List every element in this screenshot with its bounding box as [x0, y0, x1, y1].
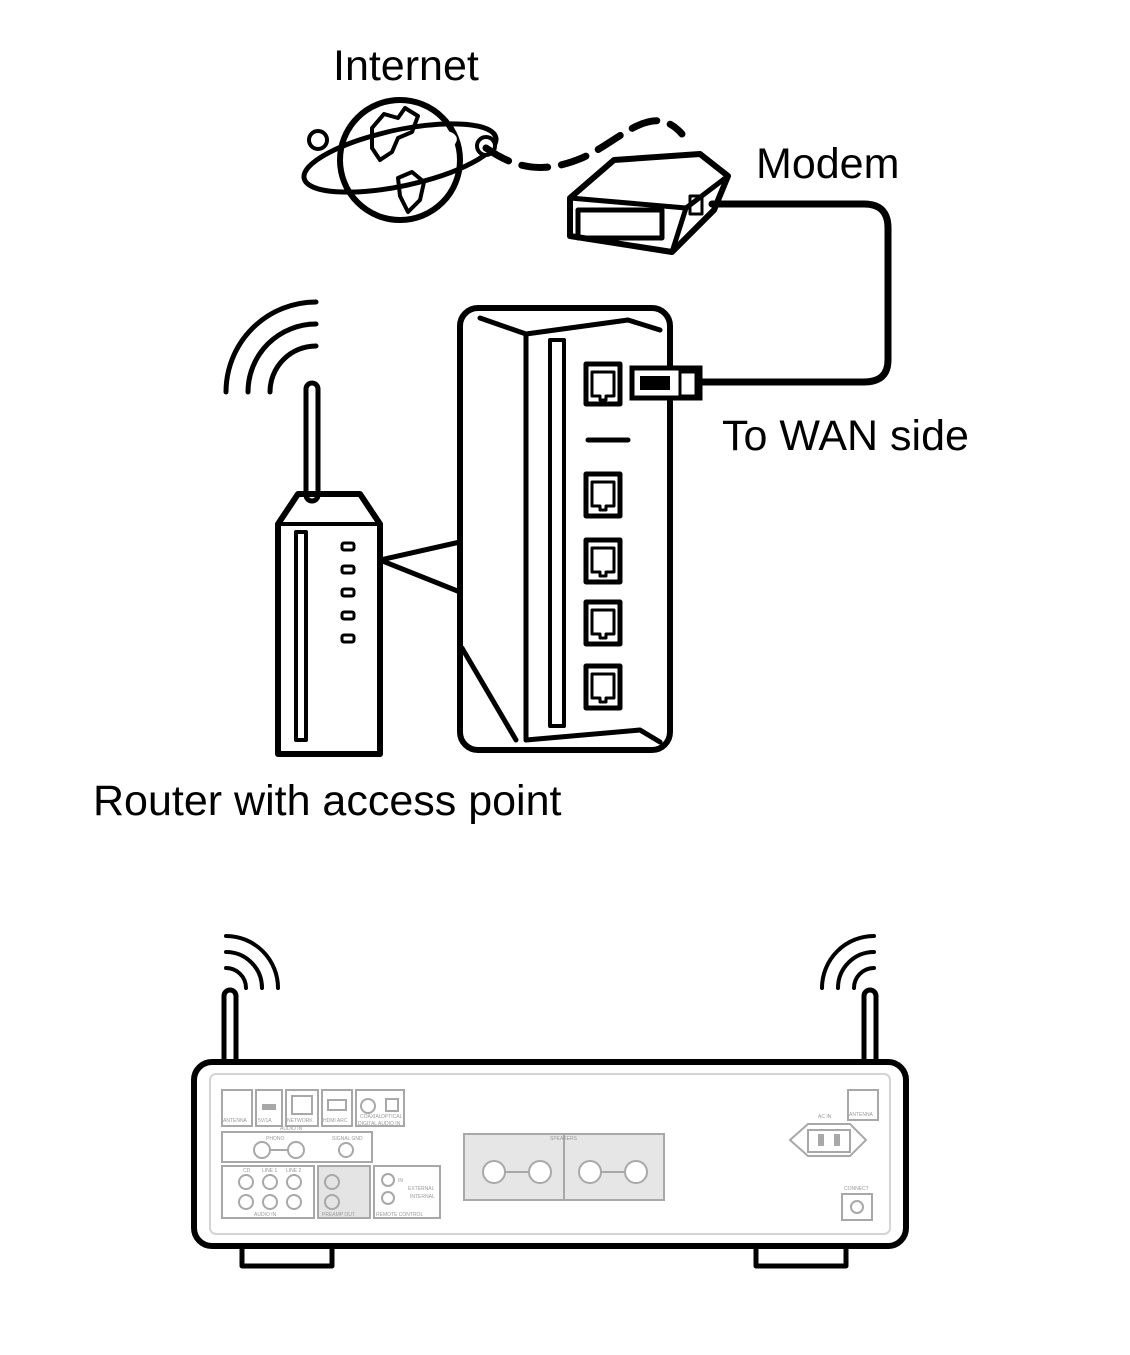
internet-label: Internet [333, 42, 479, 90]
wan-cable [696, 200, 892, 386]
line-inputs: CD LINE 1 LINE 2 AUDIO IN [221, 1165, 315, 1219]
svg-text:AUDIO IN: AUDIO IN [254, 1212, 277, 1218]
router-label: Router with access point [93, 777, 561, 825]
network-port: NETWORK [285, 1089, 319, 1127]
svg-text:INTERNAL: INTERNAL [410, 1194, 435, 1200]
svg-text:SPEAKERS: SPEAKERS [550, 1136, 578, 1142]
lan-port-1 [583, 471, 623, 519]
right-wifi-icon [820, 934, 876, 990]
svg-text:SIGNAL GND: SIGNAL GND [332, 1136, 363, 1142]
remote-control-ports: IN EXTERNAL INTERNAL REMOTE CONTROL [373, 1165, 441, 1219]
left-wifi-icon [224, 934, 280, 990]
lan-port-2 [583, 537, 623, 585]
lan-port-3 [583, 599, 623, 647]
connect-button: CONNECT [841, 1186, 873, 1221]
svg-text:DIGITAL AUDIO IN: DIGITAL AUDIO IN [358, 1121, 401, 1127]
svg-text:OPTICAL: OPTICAL [381, 1114, 403, 1120]
ethernet-plug-icon [629, 365, 703, 401]
antenna-terminal-left: ANTENNA [221, 1089, 253, 1127]
svg-text:LINE 1: LINE 1 [262, 1168, 278, 1174]
router-port-panel [457, 305, 673, 753]
globe-icon [301, 97, 499, 223]
modem-label: Modem [756, 140, 899, 188]
svg-text:PHONO: PHONO [266, 1136, 284, 1142]
svg-text:ANTENNA: ANTENNA [849, 1112, 874, 1118]
svg-text:LINE 2: LINE 2 [286, 1168, 302, 1174]
svg-text:EXTERNAL: EXTERNAL [408, 1186, 435, 1192]
callout-lines [377, 539, 463, 595]
svg-text:CONNECT: CONNECT [844, 1186, 869, 1192]
ac-in-socket: AC IN [788, 1114, 868, 1157]
hdmi-port: HDMI ARC [321, 1089, 353, 1127]
preamp-out: PREAMP OUT [317, 1165, 371, 1219]
router-icon [275, 380, 383, 757]
usb-port: 5V/1A [255, 1089, 283, 1127]
router-wifi-icon [223, 299, 319, 395]
svg-text:COAXIAL: COAXIAL [360, 1114, 382, 1120]
wan-side-label: To WAN side [722, 412, 969, 460]
phono-input: AUDIO IN PHONO SIGNAL GND [221, 1126, 373, 1163]
svg-text:REMOTE CONTROL: REMOTE CONTROL [376, 1212, 423, 1218]
svg-text:5V/1A: 5V/1A [258, 1118, 272, 1124]
svg-text:PREAMP OUT: PREAMP OUT [322, 1212, 355, 1218]
svg-text:IN: IN [398, 1178, 403, 1184]
svg-text:HDMI ARC: HDMI ARC [323, 1118, 348, 1124]
svg-text:ANTENNA: ANTENNA [223, 1118, 248, 1124]
lan-port-4 [583, 663, 623, 711]
svg-text:NETWORK: NETWORK [287, 1118, 313, 1124]
modem-icon [567, 151, 731, 255]
digital-audio-in: COAXIAL OPTICAL DIGITAL AUDIO IN [355, 1089, 405, 1127]
internet-link-dashed [482, 117, 686, 171]
svg-text:AC IN: AC IN [818, 1114, 832, 1120]
wan-port [583, 361, 623, 407]
antenna-terminal-right: ANTENNA [847, 1089, 879, 1121]
speaker-terminals: SPEAKERS [463, 1133, 665, 1201]
svg-text:AUDIO IN: AUDIO IN [280, 1126, 303, 1132]
svg-text:CD: CD [243, 1168, 251, 1174]
